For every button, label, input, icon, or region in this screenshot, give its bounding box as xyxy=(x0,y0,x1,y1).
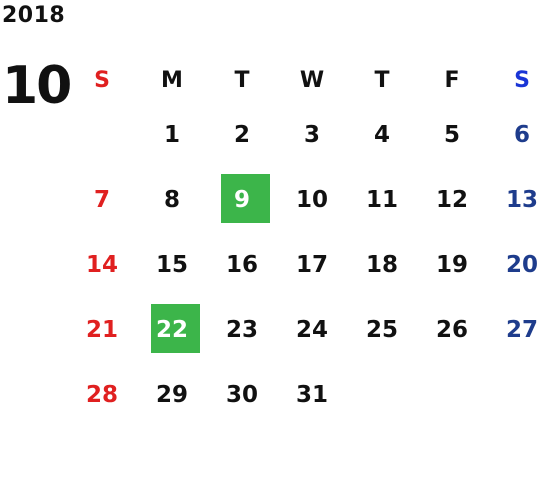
day-cell: 23 xyxy=(207,297,277,362)
weekday-header-sun: S xyxy=(67,60,137,102)
day-number: 1 xyxy=(163,121,180,148)
day-cell: 19 xyxy=(417,232,487,297)
day-cell: 29 xyxy=(137,362,207,427)
day-cell: 24 xyxy=(277,297,347,362)
day-number: 15 xyxy=(155,251,188,278)
day-number: 2 xyxy=(233,121,250,148)
weekday-header-sat: S xyxy=(487,60,548,102)
day-cell: 3 xyxy=(277,102,347,167)
day-number: 11 xyxy=(365,186,398,213)
day-cell: 12 xyxy=(417,167,487,232)
weekday-label: M xyxy=(161,68,183,93)
weekday-header-tue: T xyxy=(207,60,277,102)
day-number: 10 xyxy=(295,186,328,213)
day-cell: 26 xyxy=(417,297,487,362)
day-number: 20 xyxy=(505,251,538,278)
weekday-label: F xyxy=(444,68,460,93)
day-cell: 28 xyxy=(67,362,137,427)
day-cell: 18 xyxy=(347,232,417,297)
weekday-header-row: S M T W T F S xyxy=(67,60,548,102)
day-number: 9 xyxy=(233,186,250,213)
calendar-grid: S M T W T F S 1 2 3 4 5 6 7 8 9 10 11 12… xyxy=(67,60,548,427)
weekday-label: T xyxy=(234,68,250,93)
weekday-header-fri: F xyxy=(417,60,487,102)
week-row: 1 2 3 4 5 6 xyxy=(67,102,548,167)
week-row: 14 15 16 17 18 19 20 xyxy=(67,232,548,297)
day-cell: 25 xyxy=(347,297,417,362)
day-cell: 9 xyxy=(207,167,277,232)
day-number: 6 xyxy=(513,121,530,148)
day-cell: 20 xyxy=(487,232,548,297)
day-cell: 17 xyxy=(277,232,347,297)
day-cell: 22 xyxy=(137,297,207,362)
day-cell: 2 xyxy=(207,102,277,167)
day-cell: 5 xyxy=(417,102,487,167)
year-label: 2018 xyxy=(2,3,66,28)
week-row: 28 29 30 31 xyxy=(67,362,548,427)
day-number: 4 xyxy=(373,121,390,148)
weekday-label: T xyxy=(374,68,390,93)
day-number: 14 xyxy=(85,251,118,278)
weekday-label: W xyxy=(299,68,325,93)
day-cell: 31 xyxy=(277,362,347,427)
weekday-header-mon: M xyxy=(137,60,207,102)
day-number: 23 xyxy=(225,316,258,343)
day-number: 19 xyxy=(435,251,468,278)
day-number: 16 xyxy=(225,251,258,278)
day-number: 30 xyxy=(225,381,258,408)
day-cell: 27 xyxy=(487,297,548,362)
week-row: 21 22 23 24 25 26 27 xyxy=(67,297,548,362)
day-cell xyxy=(417,362,487,427)
day-cell: 10 xyxy=(277,167,347,232)
day-number: 18 xyxy=(365,251,398,278)
day-cell xyxy=(487,362,548,427)
day-number: 12 xyxy=(435,186,468,213)
month-number: 10 xyxy=(2,56,72,116)
day-cell: 1 xyxy=(137,102,207,167)
day-number: 27 xyxy=(505,316,538,343)
day-number: 29 xyxy=(155,381,188,408)
day-number: 8 xyxy=(163,186,180,213)
day-number: 22 xyxy=(155,316,188,343)
day-cell: 4 xyxy=(347,102,417,167)
day-cell: 6 xyxy=(487,102,548,167)
day-number: 28 xyxy=(85,381,118,408)
day-cell: 13 xyxy=(487,167,548,232)
day-cell: 7 xyxy=(67,167,137,232)
day-number: 5 xyxy=(443,121,460,148)
day-number: 17 xyxy=(295,251,328,278)
day-number: 25 xyxy=(365,316,398,343)
day-cell: 30 xyxy=(207,362,277,427)
day-cell: 16 xyxy=(207,232,277,297)
day-cell: 15 xyxy=(137,232,207,297)
day-cell: 11 xyxy=(347,167,417,232)
day-cell xyxy=(67,102,137,167)
weekday-label: S xyxy=(94,68,110,93)
day-number: 26 xyxy=(435,316,468,343)
day-cell xyxy=(347,362,417,427)
weekday-header-thu: T xyxy=(347,60,417,102)
day-number: 31 xyxy=(295,381,328,408)
day-cell: 21 xyxy=(67,297,137,362)
day-number: 21 xyxy=(85,316,118,343)
day-number: 3 xyxy=(303,121,320,148)
weekday-label: S xyxy=(514,68,530,93)
day-cell: 14 xyxy=(67,232,137,297)
week-row: 7 8 9 10 11 12 13 xyxy=(67,167,548,232)
day-number: 7 xyxy=(93,186,110,213)
day-cell: 8 xyxy=(137,167,207,232)
weekday-header-wed: W xyxy=(277,60,347,102)
day-number: 13 xyxy=(505,186,538,213)
day-number: 24 xyxy=(295,316,328,343)
